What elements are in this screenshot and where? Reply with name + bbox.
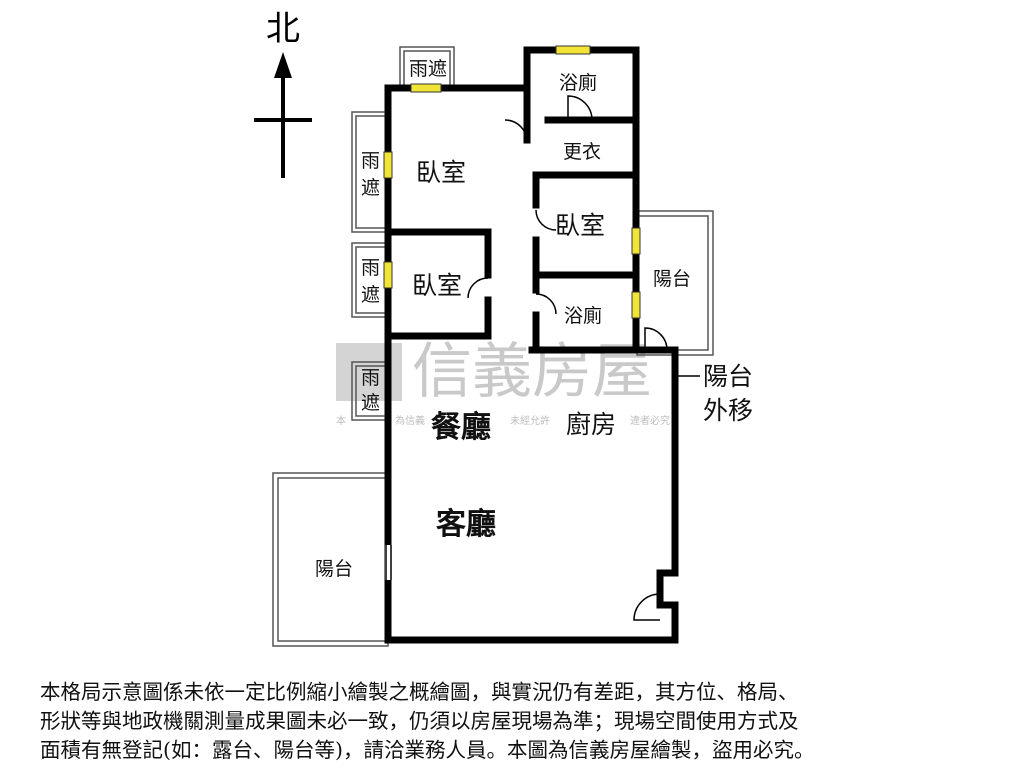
door-swing-icon	[504, 119, 528, 143]
windows	[383, 45, 641, 319]
label-bathroom-south: 浴廁	[564, 304, 602, 327]
label-balcony-relocated-1: 陽台	[703, 362, 753, 391]
rain-shelter-west-1	[351, 111, 389, 233]
door-swing-icon	[644, 327, 668, 351]
label-dining-room: 餐廳	[431, 410, 491, 445]
label-rain-shelter-west-3a: 雨	[361, 367, 380, 389]
window-icon	[631, 291, 641, 319]
label-rain-shelter-west-3b: 遮	[361, 392, 380, 414]
disclaimer-line-3: 面積有無登記(如：露台、陽台等)，請洽業務人員。本圖為信義房屋繪製，盜用必究。	[40, 738, 815, 762]
label-bedroom-east: 臥室	[555, 211, 605, 240]
watermark-fine-print-right: 違者必究	[630, 414, 670, 427]
watermark-fine-print-mid1: 為信義	[395, 414, 425, 427]
label-dressing-room: 更衣	[563, 141, 601, 163]
doors	[385, 95, 668, 621]
label-bedroom-north: 臥室	[416, 158, 466, 187]
disclaimer: 本格局示意圖係未依一定比例縮小繪製之概繪圖，與實況仍有差距，其方位、格局、 形狀…	[40, 678, 1000, 765]
label-living-room: 客廳	[436, 507, 496, 542]
balconies	[272, 210, 714, 647]
window-icon	[555, 45, 591, 55]
door-swing-icon	[567, 95, 593, 121]
watermark-fine-print-left: 本	[336, 414, 346, 427]
room-labels: 雨遮 雨 遮 雨 遮 雨 遮 臥室 臥室 臥室 浴廁 更衣 浴廁 陽台 陽台 外…	[315, 58, 753, 580]
window-icon	[631, 227, 641, 255]
compass: 北	[254, 9, 312, 178]
watermark-fine-print-mid2: 未經允許	[510, 414, 550, 427]
window-icon	[410, 83, 442, 93]
label-rain-shelter-west-2b: 遮	[361, 284, 380, 306]
disclaimer-line-2: 形狀等與地政機關測量成果圖未必一致，仍須以房屋現場為準；現場空間使用方式及	[40, 709, 799, 733]
label-rain-shelter-west-1a: 雨	[361, 150, 380, 172]
compass-north-label: 北	[266, 9, 300, 49]
window-icon	[383, 261, 393, 289]
label-balcony-southwest: 陽台	[315, 558, 353, 580]
window-icon	[383, 151, 393, 179]
door-swing-icon	[535, 293, 557, 315]
label-kitchen: 廚房	[566, 410, 616, 439]
label-balcony-relocated-2: 外移	[703, 396, 753, 425]
label-balcony-east: 陽台	[653, 268, 691, 290]
door-swing-icon	[535, 209, 557, 231]
label-rain-shelter-top: 雨遮	[409, 58, 447, 80]
label-rain-shelter-west-2a: 雨	[361, 257, 380, 279]
label-rain-shelter-west-1b: 遮	[361, 177, 380, 199]
door-swing-icon	[633, 593, 661, 621]
disclaimer-line-1: 本格局示意圖係未依一定比例縮小繪製之概繪圖，與實況仍有差距，其方位、格局、	[40, 680, 799, 704]
label-bedroom-west: 臥室	[412, 271, 462, 300]
label-bathroom-north: 浴廁	[559, 71, 597, 94]
door-swing-icon	[467, 277, 489, 299]
north-arrow-icon	[274, 52, 292, 78]
